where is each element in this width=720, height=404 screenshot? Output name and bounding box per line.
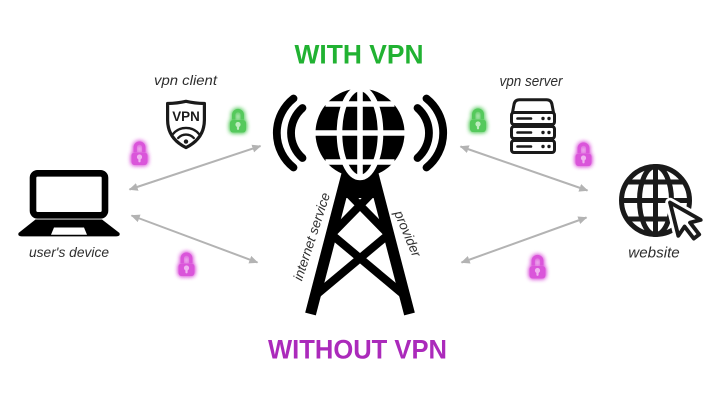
svg-text:vpn client: vpn client xyxy=(154,73,218,88)
svg-text:user's device: user's device xyxy=(29,244,109,260)
svg-text:vpn server: vpn server xyxy=(500,73,564,90)
svg-text:WITHOUT VPN: WITHOUT VPN xyxy=(268,335,447,365)
svg-text:website: website xyxy=(628,245,680,262)
svg-text:WITH VPN: WITH VPN xyxy=(295,40,424,70)
svg-text:VPN: VPN xyxy=(172,109,200,124)
